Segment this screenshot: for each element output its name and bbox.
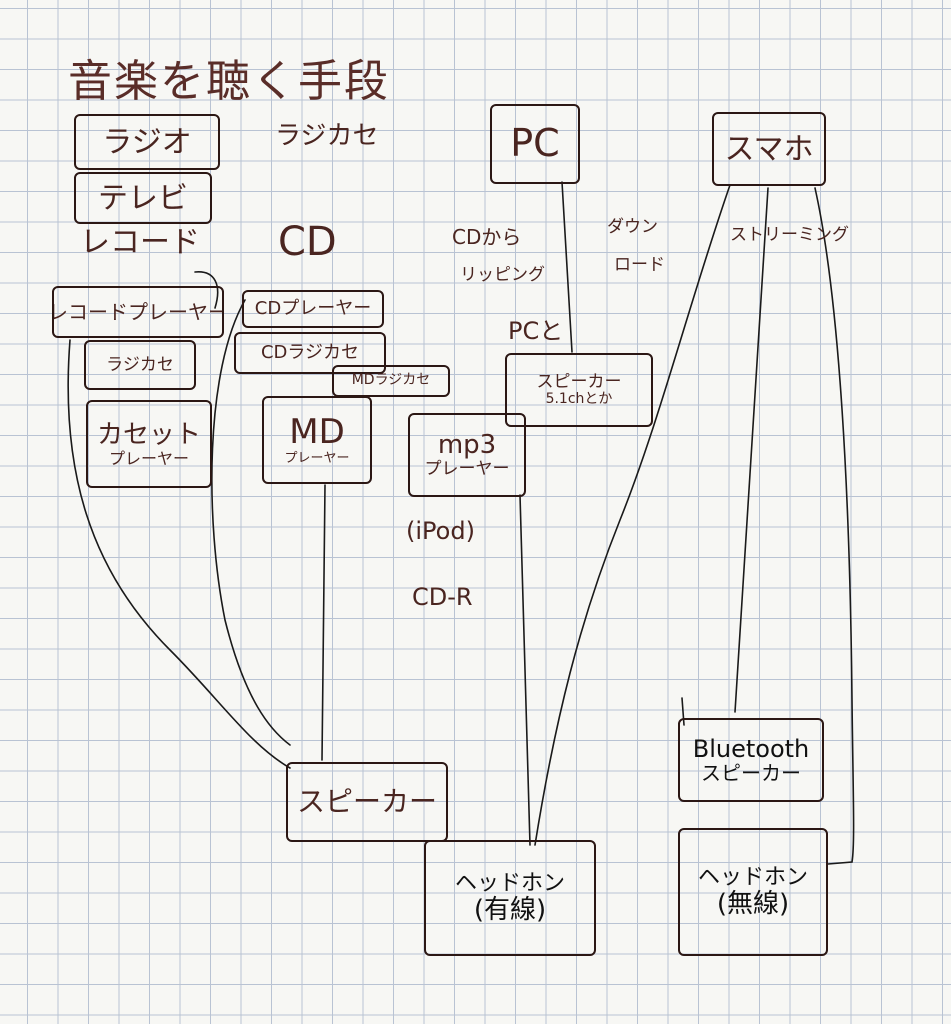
streaming-label: ストリーミング	[730, 225, 849, 245]
line-record-player-hook	[194, 271, 219, 309]
wireless-headphone-box: ヘッドホン (無線)	[678, 828, 828, 956]
record-player-box: レコードプレーヤー	[52, 286, 224, 338]
download-label-1: ダウン	[607, 217, 658, 237]
cd-radicase-box: CDラジカセ	[234, 332, 386, 374]
radicase-box: ラジカセ	[84, 340, 196, 390]
cd-label: CD	[278, 219, 337, 265]
cassette-player-box: カセット プレーヤー	[86, 400, 212, 488]
radio-box: ラジオ	[74, 114, 220, 170]
radicase-box-label: ラジカセ	[106, 354, 174, 375]
line-smartphone-to-bt-speaker	[734, 187, 769, 713]
line-cd-player-to-speaker	[211, 299, 291, 746]
radicase-label: ラジカセ	[275, 121, 379, 151]
md-radicase-label: MDラジカセ	[351, 372, 431, 389]
radio-label: ラジオ	[102, 124, 192, 160]
line-mp3-to-headphone	[519, 494, 531, 846]
md-player-box: MD プレーヤー	[262, 396, 372, 484]
pc-speaker-label-2: 5.1chとか	[545, 390, 613, 407]
pc-box: PC	[490, 104, 580, 184]
bt-speaker-label-1: Bluetooth	[692, 734, 810, 763]
mp3-label-2: プレーヤー	[424, 458, 510, 479]
tv-label: テレビ	[98, 180, 188, 216]
headphone-wireless-label-1: ヘッドホン	[697, 864, 808, 890]
md-label-2: プレーヤー	[284, 450, 350, 466]
headphone-wireless-label-2: (無線)	[716, 888, 790, 919]
bluetooth-speaker-box: Bluetooth スピーカー	[678, 718, 824, 802]
cassette-label-1: カセット	[96, 419, 201, 450]
md-radicase-box: MDラジカセ	[332, 365, 450, 397]
smartphone-box: スマホ	[712, 112, 826, 186]
cd-ripping-label-2: リッピング	[460, 265, 545, 285]
pc-and-label: PCと	[508, 317, 564, 345]
line-md-player-to-speaker	[321, 484, 326, 761]
line-record-player-to-speaker	[67, 339, 291, 769]
record-label: レコード	[80, 225, 200, 260]
headphone-wired-label-2: (有線)	[473, 894, 547, 925]
speaker-box: スピーカー	[286, 762, 448, 842]
mp3-label-1: mp3	[437, 430, 497, 461]
ipod-label: (iPod)	[406, 517, 475, 545]
pc-speaker-label-1: スピーカー	[536, 371, 622, 392]
speaker-label: スピーカー	[296, 784, 437, 818]
cd-ripping-label-1: CDから	[452, 225, 522, 249]
line-pc-to-pc-speaker	[561, 181, 573, 353]
wired-headphone-box: ヘッドホン (有線)	[424, 840, 596, 956]
tv-box: テレビ	[74, 172, 212, 224]
smartphone-label: スマホ	[724, 131, 814, 167]
page-title: 音楽を聴く手段	[68, 56, 390, 107]
line-smartphone-to-wireless-headphone	[814, 187, 855, 865]
pc-speaker-box: スピーカー 5.1chとか	[505, 353, 653, 427]
cd-player-box: CDプレーヤー	[242, 290, 384, 328]
cd-radicase-label: CDラジカセ	[260, 342, 360, 364]
cd-player-label: CDプレーヤー	[254, 298, 372, 320]
cd-r-label: CD-R	[412, 583, 473, 611]
download-label-2: ロード	[614, 255, 665, 275]
bt-speaker-label-2: スピーカー	[701, 761, 801, 786]
cassette-label-2: プレーヤー	[108, 448, 189, 468]
mp3-player-box: mp3 プレーヤー	[408, 413, 526, 497]
md-label-1: MD	[289, 412, 345, 453]
headphone-wired-label-1: ヘッドホン	[454, 870, 565, 896]
record-player-label: レコードプレーヤー	[52, 300, 224, 324]
line-smartphone-to-headphone	[534, 184, 731, 846]
pc-label: PC	[510, 121, 560, 166]
